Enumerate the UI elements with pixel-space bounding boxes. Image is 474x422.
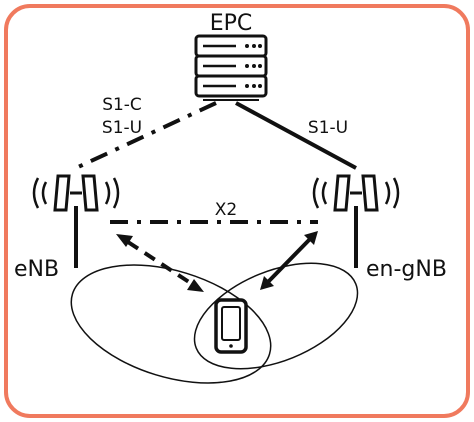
server-rack-icon [194,34,268,101]
antenna-tower-icon [32,174,120,212]
epc-label: EPC [210,11,253,36]
antenna-tower-icon [312,174,400,212]
enb-label: eNB [14,257,59,282]
s1-c-u-link-line [75,101,217,170]
s1-u-right-label: S1-U [308,118,348,138]
s1-u-left-label: S1-U [102,118,142,138]
diagram-frame [4,4,470,418]
s1-c-label: S1-C [102,95,142,115]
en-gnb-coverage-ellipse [193,262,359,370]
en-gnb-label: en-gNB [366,257,447,282]
en-gnb-ue-link-arrow [260,231,318,290]
enb-ue-link-arrow [116,234,204,292]
x2-label: X2 [215,200,237,220]
s1-u-link-line [235,101,357,170]
enb-coverage-ellipse [70,264,272,384]
smartphone-icon [214,298,248,354]
